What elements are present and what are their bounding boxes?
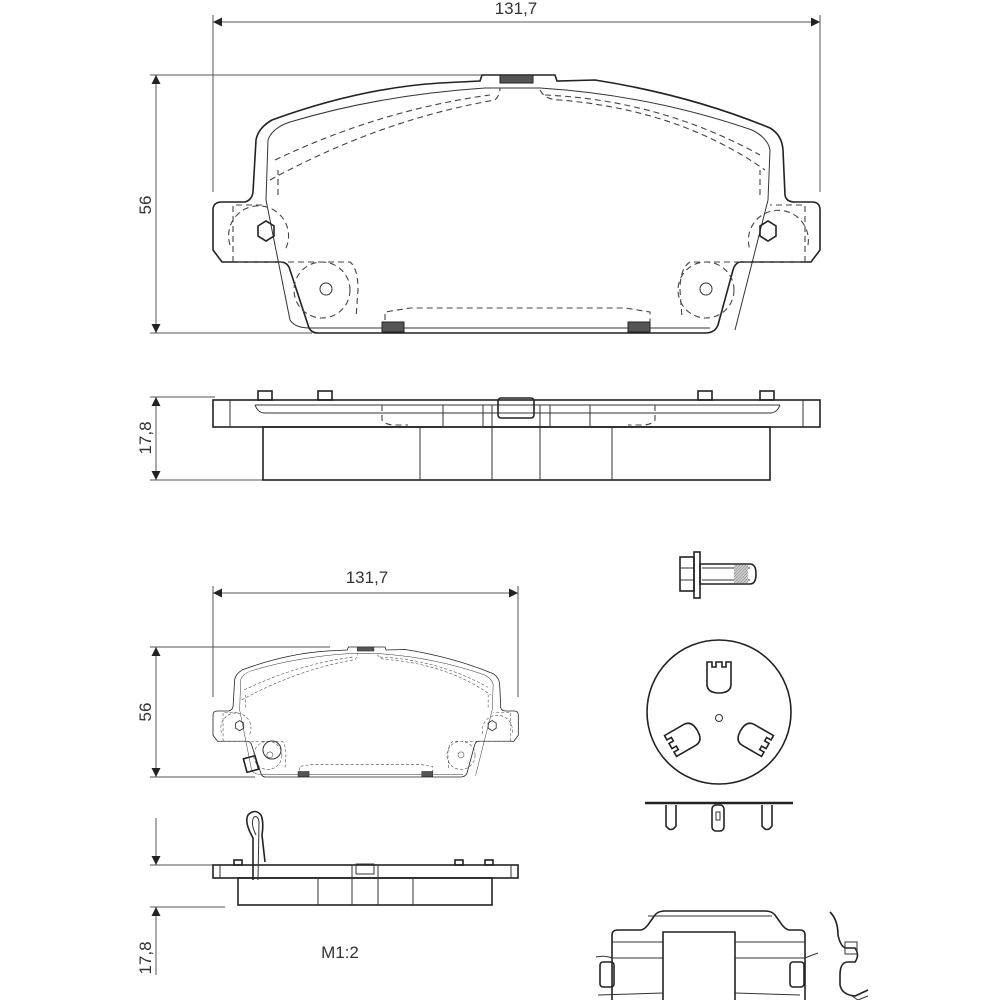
wear-indicator-clip — [246, 810, 266, 880]
wear-sensor-tab — [242, 740, 282, 774]
secondary-pad-width-label: 131,7 — [346, 568, 389, 587]
shim-disc-icon — [646, 639, 792, 785]
main-pad-thickness-label: 17,8 — [136, 421, 155, 454]
secondary-pad-height-label: 56 — [136, 703, 155, 722]
anti-rattle-clip-icon — [595, 910, 819, 1000]
scale-label: M1:2 — [321, 943, 359, 962]
secondary-pad-dimensions: 131,7 56 17,8 — [136, 568, 519, 975]
main-pad-dimensions: 131,7 56 17,8 — [136, 0, 821, 481]
main-pad-height-label: 56 — [136, 196, 155, 215]
wear-indicator-spring-icon — [829, 911, 869, 1000]
secondary-pad-thickness-label: 17,8 — [136, 941, 155, 974]
main-pad-face-view — [212, 74, 821, 334]
guide-bolt-icon — [679, 551, 757, 599]
shim-disc-side-icon — [645, 801, 793, 832]
main-pad-width-label: 131,7 — [495, 0, 538, 18]
secondary-pad-side-view — [212, 810, 519, 906]
secondary-pad-face-view — [212, 646, 519, 778]
main-pad-side-view — [212, 390, 821, 481]
